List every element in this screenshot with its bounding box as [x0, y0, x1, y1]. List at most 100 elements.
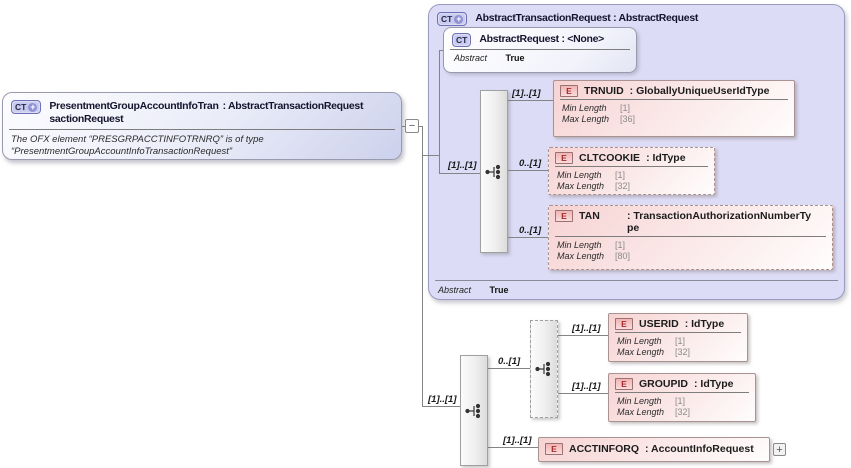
- facet-row: Max Length [32]: [617, 407, 747, 418]
- facet-value: [1]: [615, 170, 626, 180]
- sequence-indicator-optional[interactable]: [530, 320, 558, 418]
- element-box-acctinforq[interactable]: E ACCTINFORQ : AccountInfoRequest: [538, 437, 770, 462]
- facet-label: Min Length: [557, 240, 602, 250]
- cardinality-label: [1]..[1]: [448, 160, 477, 171]
- facet-list: Min Length [1] Max Length [32]: [549, 167, 714, 192]
- abstract-value: True: [505, 53, 525, 63]
- divider: [9, 129, 395, 130]
- sequence-icon: [465, 403, 481, 418]
- facet-row: Min Length [1]: [557, 170, 706, 181]
- connector-line: [508, 170, 548, 171]
- element-header: E CLTCOOKIE : IdType: [549, 148, 714, 166]
- complextype-badge: CT +: [437, 12, 468, 26]
- facet-row: Max Length [32]: [617, 347, 739, 358]
- cardinality-label: [1]..[1]: [572, 381, 601, 392]
- base-complextype-header: CT + AbstractTransactionRequest : Abstra…: [429, 5, 844, 29]
- element-header: E TAN : TransactionAuthorizationNumberTy…: [549, 206, 832, 236]
- complextype-badge: CT: [452, 33, 472, 47]
- root-complextype-header: CT + PresentmentGroupAccountInfoTran sac…: [3, 93, 401, 129]
- plus-icon: +: [454, 13, 464, 24]
- element-badge: E: [615, 378, 633, 390]
- divider: [555, 166, 708, 167]
- expand-button[interactable]: +: [773, 443, 786, 456]
- facet-list: Min Length [1] Max Length [32]: [609, 333, 747, 358]
- element-type: : IdType: [684, 318, 725, 330]
- facet-value: [36]: [620, 114, 636, 124]
- collapse-button[interactable]: −: [405, 119, 419, 133]
- root-complextype-title: PresentmentGroupAccountInfoTran sactionR…: [49, 100, 363, 126]
- facet-row: Min Length [1]: [617, 336, 739, 347]
- connector-line: [423, 155, 439, 156]
- facet-row: Min Length [1]: [562, 103, 786, 114]
- element-type: : AccountInfoRequest: [645, 443, 754, 455]
- cardinality-label: 0..[1]: [498, 356, 521, 367]
- facet-value: [32]: [675, 347, 691, 357]
- divider: [615, 332, 741, 333]
- complextype-badge-label: CT: [441, 14, 453, 24]
- element-box-cltcookie[interactable]: E CLTCOOKIE : IdType Min Length [1] Max …: [548, 147, 715, 195]
- element-name: GROUPID: [639, 378, 689, 390]
- facet-value: [1]: [675, 396, 686, 406]
- facet-label: Max Length: [617, 347, 665, 357]
- connector-line: [488, 368, 530, 369]
- connector-line: [439, 50, 444, 51]
- complextype-badge-label: CT: [456, 35, 468, 45]
- abstract-label: Abstract: [438, 285, 472, 295]
- element-box-groupid[interactable]: E GROUPID : IdType Min Length [1] Max Le…: [608, 373, 756, 422]
- facet-label: Max Length: [557, 181, 605, 191]
- divider: [435, 280, 838, 281]
- connector-line: [419, 126, 423, 127]
- sequence-icon: [485, 164, 501, 179]
- facet-label: Min Length: [617, 336, 662, 346]
- element-badge: E: [560, 85, 578, 97]
- connector-line: [422, 126, 423, 407]
- connector-line: [439, 50, 440, 174]
- root-type-name: PresentmentGroupAccountInfoTran sactionR…: [49, 100, 219, 125]
- element-box-trnuid[interactable]: E TRNUID : GloballyUniqueUserIdType Min …: [553, 80, 795, 137]
- divider: [555, 236, 826, 237]
- connector-line: [440, 173, 480, 174]
- connector-line: [558, 335, 608, 336]
- facet-label: Max Length: [557, 251, 605, 261]
- element-badge: E: [555, 210, 573, 222]
- base-complextype-title: AbstractTransactionRequest : AbstractReq…: [475, 12, 699, 24]
- cardinality-label: [1]..[1]: [503, 435, 532, 446]
- sequence-indicator-own[interactable]: [460, 355, 488, 466]
- abstractrequest-header: CT AbstractRequest : <None>: [444, 28, 636, 49]
- element-name: USERID: [639, 318, 679, 330]
- facet-value: [1]: [620, 103, 631, 113]
- element-badge: E: [545, 443, 563, 455]
- sequence-indicator-base[interactable]: [480, 90, 508, 253]
- element-name: CLTCOOKIE: [579, 152, 641, 164]
- element-box-userid[interactable]: E USERID : IdType Min Length [1] Max Len…: [608, 313, 748, 362]
- facet-value: [80]: [615, 251, 631, 261]
- root-annotation: The OFX element “PRESGRPACCTINFOTRNRQ” i…: [11, 134, 264, 157]
- facet-label: Max Length: [562, 114, 610, 124]
- element-badge: E: [555, 152, 573, 164]
- facet-value: [32]: [675, 407, 691, 417]
- divider: [615, 392, 749, 393]
- connector-line: [508, 237, 548, 238]
- element-name: ACCTINFORQ: [569, 443, 639, 455]
- divider: [560, 99, 788, 100]
- facet-label: Max Length: [617, 407, 665, 417]
- abstractrequest-box[interactable]: CT AbstractRequest : <None> Abstract Tru…: [443, 27, 637, 73]
- element-type: : TransactionAuthorizationNumberTy pe: [627, 210, 812, 234]
- root-complextype-box[interactable]: CT + PresentmentGroupAccountInfoTran sac…: [2, 92, 402, 160]
- facet-row: Max Length [80]: [557, 251, 824, 262]
- complextype-badge-label: CT: [15, 102, 27, 112]
- root-base-type: : AbstractTransactionRequest: [222, 100, 364, 112]
- element-header: E USERID : IdType: [609, 314, 747, 332]
- facet-row: Min Length [1]: [617, 396, 747, 407]
- cardinality-label: 0..[1]: [519, 225, 542, 236]
- element-box-tan[interactable]: E TAN : TransactionAuthorizationNumberTy…: [548, 205, 833, 270]
- facet-value: [1]: [615, 240, 626, 250]
- cardinality-label: 0..[1]: [519, 158, 542, 169]
- facet-row: Max Length [36]: [562, 114, 786, 125]
- cardinality-label: [1]..[1]: [428, 394, 457, 405]
- abstract-label: Abstract: [454, 53, 488, 63]
- element-header: E TRNUID : GloballyUniqueUserIdType: [554, 81, 794, 99]
- connector-line: [423, 406, 460, 407]
- facet-value: [1]: [675, 336, 686, 346]
